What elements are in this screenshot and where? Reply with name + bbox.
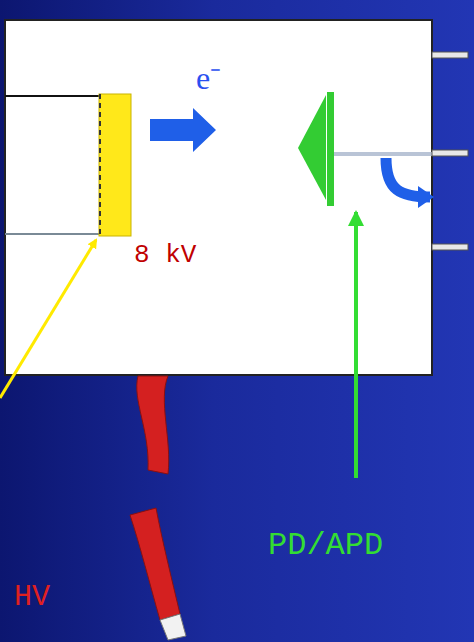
diode-triangle <box>298 95 326 200</box>
photocathode <box>99 94 131 236</box>
signal-arrow <box>386 158 430 197</box>
photocathode-window <box>99 94 101 236</box>
hv-cable <box>137 376 169 474</box>
pin <box>432 52 468 58</box>
pin <box>432 244 468 250</box>
cathode-lead <box>5 233 100 235</box>
detector-label: PD/APD <box>268 530 383 562</box>
diode-lead <box>334 152 432 156</box>
electron-label: e⁻ <box>196 62 221 94</box>
voltage-label: 8 kV <box>134 242 196 268</box>
pin <box>432 150 468 156</box>
leader-line <box>0 240 96 398</box>
tube-housing <box>5 20 432 375</box>
electron-arrow <box>150 108 216 152</box>
hv-label: HV <box>14 582 50 612</box>
hv-cable <box>130 508 180 620</box>
diode-bar <box>327 92 334 206</box>
cathode-lead <box>5 95 100 97</box>
cable-tip <box>160 614 186 640</box>
leader-arrow <box>354 212 358 478</box>
